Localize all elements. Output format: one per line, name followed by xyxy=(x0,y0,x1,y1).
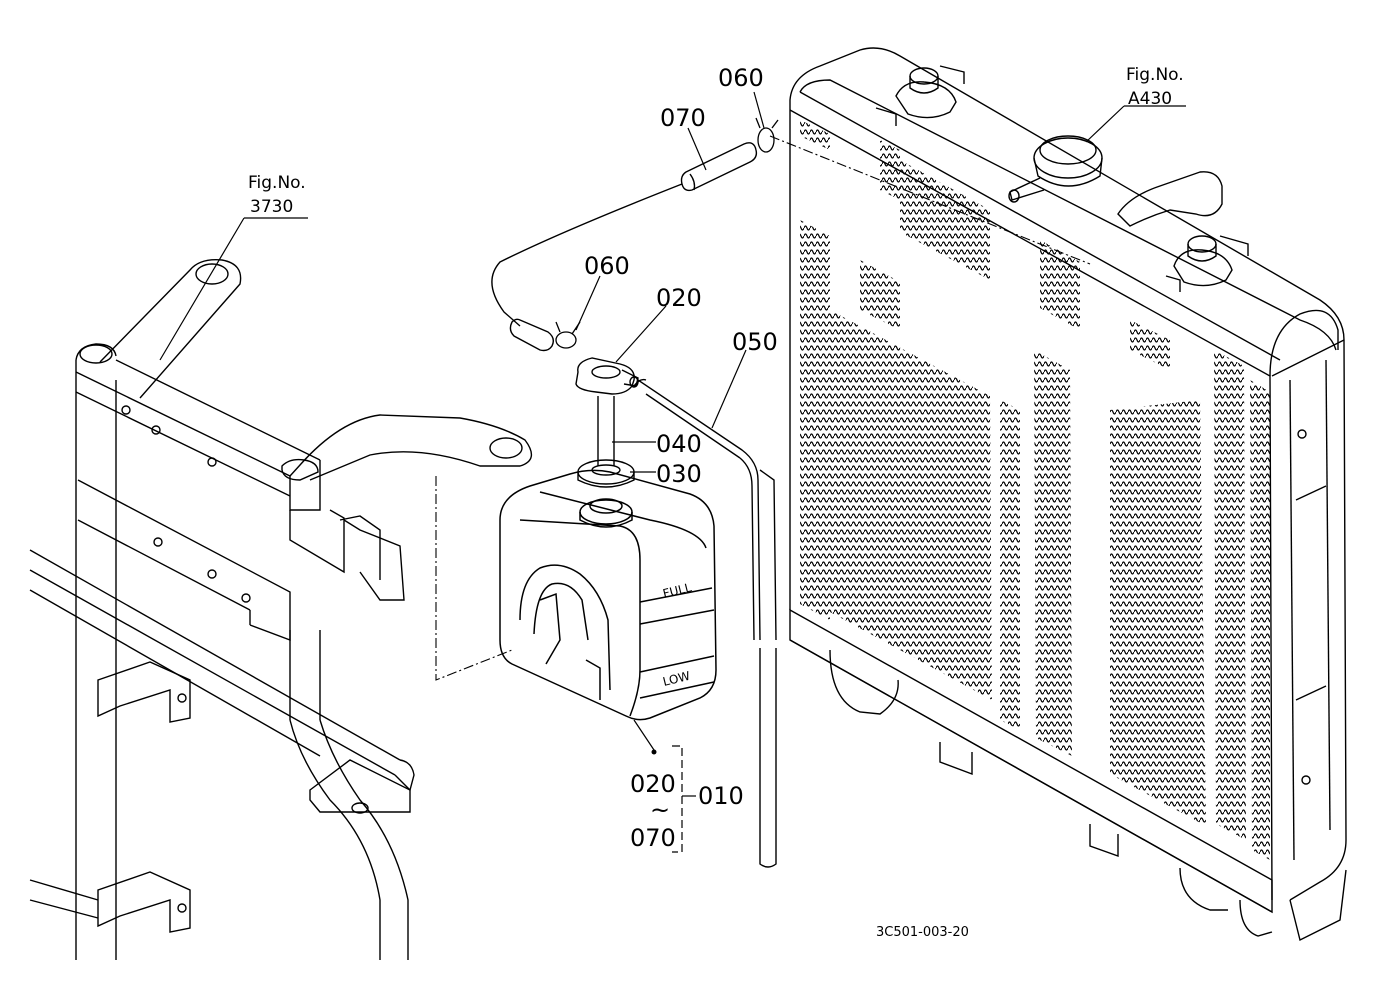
radiator-reference-line xyxy=(769,135,1091,265)
callout-range-tilde: ~ xyxy=(650,796,670,824)
callout-020: 020 xyxy=(656,284,702,312)
callout-070: 070 xyxy=(660,104,706,132)
callout-range-from: 020 xyxy=(630,770,676,798)
mount-reference-line xyxy=(435,476,513,681)
callout-060-lower: 060 xyxy=(584,252,630,280)
radiator-core-fins xyxy=(800,120,1270,860)
ref-a430-caption: Fig.No. xyxy=(1126,65,1184,85)
assembly-range-bracket xyxy=(672,745,696,853)
ref-3730-leader xyxy=(159,217,308,361)
callout-060-upper: 060 xyxy=(718,64,764,92)
part-070-hose xyxy=(491,142,758,327)
radiator xyxy=(789,47,1347,942)
ref-3730-caption: Fig.No. xyxy=(248,173,306,193)
part-060-upper-clip xyxy=(755,117,779,153)
callout-050: 050 xyxy=(732,328,778,356)
callout-030: 030 xyxy=(656,460,702,488)
callout-010-assembly: 010 xyxy=(698,782,744,810)
diagram-code: 3C501-003-20 xyxy=(876,925,969,940)
part-020-cap xyxy=(575,357,639,395)
ref-a430-number: A430 xyxy=(1128,89,1172,109)
frame-bracket xyxy=(29,259,533,960)
part-070-lower-end xyxy=(509,318,555,352)
reserve-tank xyxy=(499,469,717,721)
assembly-dot xyxy=(651,749,657,755)
part-030-washer xyxy=(577,459,635,488)
ref-3730-number: 3730 xyxy=(250,197,293,217)
part-060-lower-clip xyxy=(555,321,581,349)
part-040-pipe xyxy=(597,396,615,466)
tank-low-mark: LOW xyxy=(661,669,691,689)
callout-040: 040 xyxy=(656,430,702,458)
callout-leaders xyxy=(575,91,1186,751)
part-050-overflow-hose xyxy=(633,378,777,868)
callout-range-to: 070 xyxy=(630,824,676,852)
tank-full-mark: FULL xyxy=(661,580,693,601)
